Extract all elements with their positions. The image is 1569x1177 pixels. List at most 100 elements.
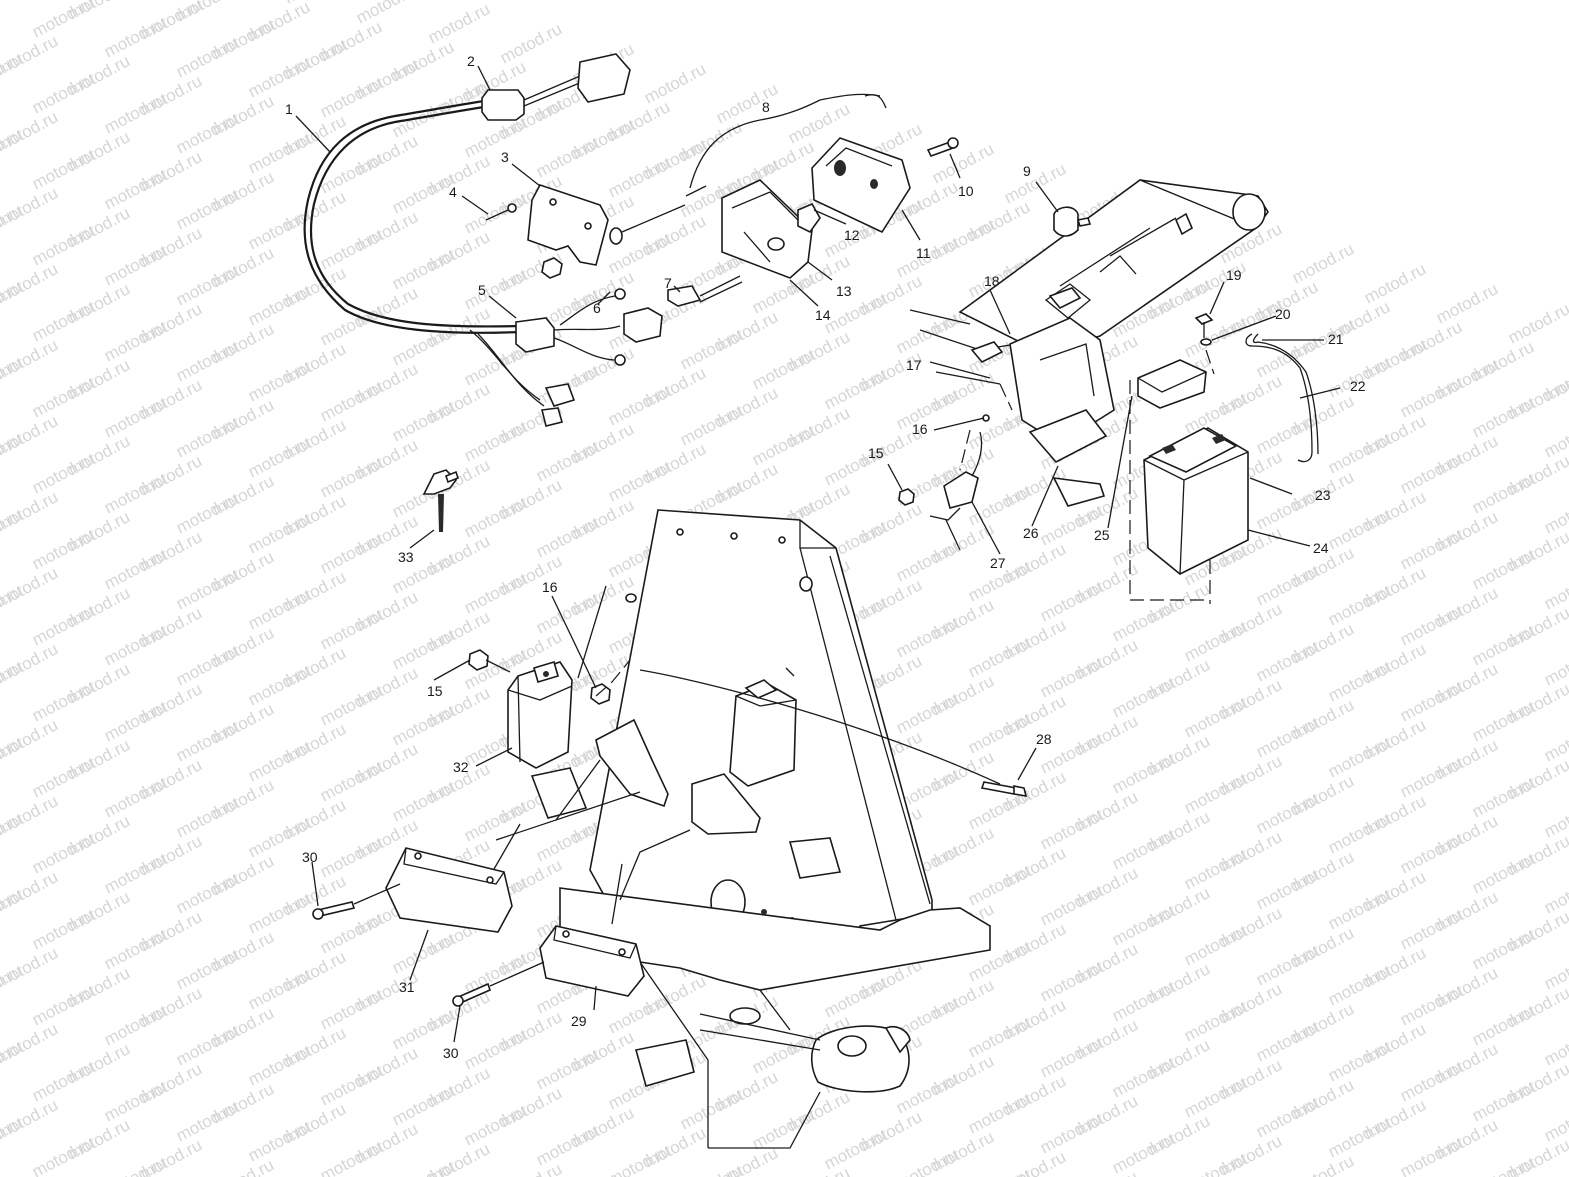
callout-3: 3: [501, 149, 509, 165]
watermark-text: motod.ru: [317, 985, 385, 1033]
watermark-text: motod.ru: [893, 537, 961, 585]
watermark-text: motod.ru: [461, 493, 529, 541]
watermark-text: motod.ru: [1109, 825, 1177, 873]
watermark-text: motod.ru: [1541, 1173, 1569, 1177]
watermark-text: motod.ru: [1253, 1169, 1321, 1177]
callout-15-right: 15: [868, 445, 884, 461]
watermark-text: motod.ru: [1109, 901, 1177, 949]
watermark-text: motod.ru: [425, 0, 493, 48]
watermark-text: motod.ru: [893, 1145, 961, 1177]
watermark-text: motod.ru: [461, 1101, 529, 1149]
watermark-text: motod.ru: [389, 929, 457, 977]
watermark-text: motod.ru: [533, 1121, 601, 1169]
watermark-text: motod.ru: [101, 317, 169, 365]
watermark-text: motod.ru: [173, 793, 241, 841]
taillight-assembly: [485, 93, 959, 307]
watermark-text: motod.ru: [1397, 601, 1465, 649]
callout-15-left: 15: [427, 683, 443, 699]
watermark-text: motod.ru: [1037, 1109, 1105, 1157]
watermark-text: motod.ru: [173, 337, 241, 385]
watermark-text: motod.ru: [1181, 1073, 1249, 1121]
watermark-text: motod.ru: [317, 681, 385, 729]
watermark-text: motod.ru: [101, 621, 169, 669]
watermark-text: motod.ru: [1325, 1113, 1393, 1161]
watermark-text: motod.ru: [173, 717, 241, 765]
watermark-text: motod.ru: [1469, 849, 1537, 897]
watermark-text: motod.ru: [1469, 469, 1537, 517]
watermark-text: motod.ru: [389, 625, 457, 673]
watermark-text: motod.ru: [1253, 865, 1321, 913]
callout-11: 11: [916, 245, 931, 261]
watermark-text: motod.ru: [101, 393, 169, 441]
callout-19: 19: [1226, 267, 1242, 283]
callout-5: 5: [478, 282, 486, 298]
watermark-text: motod.ru: [245, 53, 313, 101]
watermark-text: motod.ru: [821, 973, 889, 1021]
watermark-text: motod.ru: [317, 1137, 385, 1177]
watermark-text: motod.ru: [677, 325, 745, 373]
watermark-text: motod.ru: [713, 79, 781, 127]
watermark-text: motod.ru: [1181, 921, 1249, 969]
watermark-text: motod.ru: [1469, 697, 1537, 745]
watermark-text: motod.ru: [1289, 239, 1357, 287]
watermark-text: motod.ru: [29, 905, 97, 953]
watermark-text: motod.ru: [0, 1171, 61, 1177]
watermark-text: motod.ru: [1325, 505, 1393, 553]
watermark-text: motod.ru: [497, 1159, 565, 1177]
watermark-text: motod.ru: [245, 1117, 313, 1165]
watermark-text: motod.ru: [965, 633, 1033, 681]
watermark-text: motod.ru: [1397, 449, 1465, 497]
callout-6: 6: [593, 300, 601, 316]
callout-16-left: 16: [542, 579, 558, 595]
watermark-text: motod.ru: [29, 145, 97, 193]
watermark-text: motod.ru: [1469, 1077, 1537, 1125]
watermark-text: motod.ru: [533, 589, 601, 637]
watermark-text: motod.ru: [101, 1077, 169, 1125]
callout-23: 23: [1315, 487, 1331, 503]
watermark-text: motod.ru: [1361, 1171, 1429, 1177]
watermark-text: motod.ru: [29, 677, 97, 725]
callout-7: 7: [664, 275, 672, 291]
frame-tube: [898, 179, 1269, 521]
watermark-text: motod.ru: [1037, 653, 1105, 701]
watermark-text: motod.ru: [641, 59, 709, 107]
watermark-text: motod.ru: [893, 689, 961, 737]
watermark-text: motod.ru: [101, 697, 169, 745]
watermark-text: motod.ru: [461, 417, 529, 465]
watermark-text: motod.ru: [461, 1025, 529, 1073]
watermark-text: motod.ru: [1325, 657, 1393, 705]
watermark-text: motod.ru: [173, 1097, 241, 1145]
watermark-text: motod.ru: [317, 377, 385, 425]
watermark-text: motod.ru: [1469, 393, 1537, 441]
watermark-text: motod.ru: [965, 709, 1033, 757]
watermark-text: motod.ru: [821, 1125, 889, 1173]
watermark-text: motod.ru: [893, 309, 961, 357]
watermark-text: motod.ru: [101, 469, 169, 517]
watermark-text: motod.ru: [1397, 677, 1465, 725]
watermark-text: motod.ru: [389, 1157, 457, 1177]
watermark-text: motod.ru: [533, 133, 601, 181]
callout-17: 17: [906, 357, 922, 373]
watermark-text: motod.ru: [533, 437, 601, 485]
watermark-text: motod.ru: [173, 1173, 241, 1177]
callout-29: 29: [571, 1013, 587, 1029]
watermark-text: motod.ru: [101, 1001, 169, 1049]
watermark-text: motod.ru: [1397, 525, 1465, 573]
watermark-text: motod.ru: [245, 1041, 313, 1089]
watermark-text: motod.ru: [533, 1045, 601, 1093]
watermark-text: motod.ru: [389, 245, 457, 293]
watermark-text: motod.ru: [1253, 1093, 1321, 1141]
watermark-text: motod.ru: [389, 321, 457, 369]
watermark-text: motod.ru: [677, 1085, 745, 1133]
callout-9: 9: [1023, 163, 1031, 179]
watermark-text: motod.ru: [533, 513, 601, 561]
callout-30-lower: 30: [443, 1045, 459, 1061]
watermark-text: motod.ru: [1325, 885, 1393, 933]
watermark-text: motod.ru: [1289, 1151, 1357, 1177]
watermark-text: motod.ru: [1325, 809, 1393, 857]
watermark-text: motod.ru: [1397, 981, 1465, 1029]
watermark-text: motod.ru: [101, 241, 169, 289]
watermark-text: motod.ru: [245, 205, 313, 253]
watermark-text: motod.ru: [965, 1089, 1033, 1137]
